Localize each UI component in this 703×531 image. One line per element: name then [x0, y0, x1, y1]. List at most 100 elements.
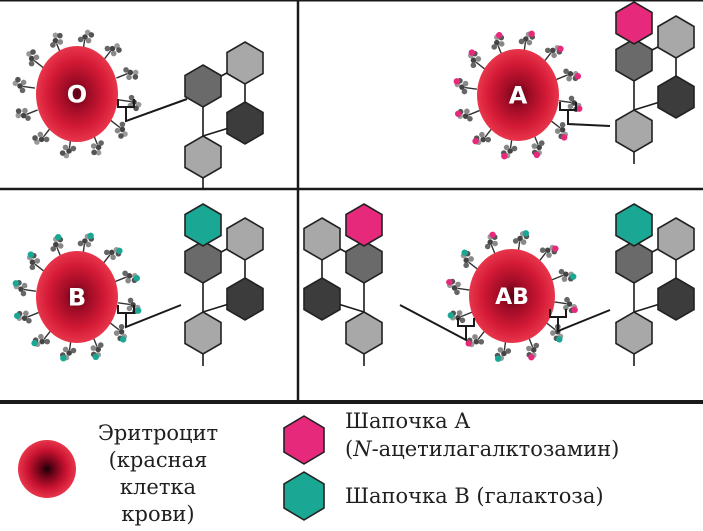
sugar-bead: [77, 240, 84, 247]
sugar-bead: [451, 285, 458, 291]
sugar-bead: [531, 143, 538, 149]
sugar-bead: [127, 297, 134, 304]
surface-antigen: [460, 249, 479, 271]
chain-hex-middle: [226, 277, 264, 321]
sugar-bead: [561, 276, 568, 282]
surface-antigen: [465, 329, 487, 348]
sugar-bead: [85, 37, 92, 44]
sugar-bead: [95, 144, 102, 151]
sugar-bead: [52, 37, 59, 44]
cap-a-hexagon: [615, 1, 653, 45]
sugar-bead: [132, 74, 139, 80]
sugar-bead: [507, 148, 513, 154]
connector-stalk-left: [399, 304, 475, 342]
antigen-stem: [554, 301, 567, 305]
antigen-chain: [303, 203, 383, 366]
sugar-bead: [38, 136, 45, 143]
surface-antigen: [13, 310, 39, 324]
sugar-bead: [43, 136, 50, 143]
sugar-bead: [127, 69, 134, 76]
antigen-stem: [550, 119, 561, 129]
sugar-bead: [19, 87, 26, 94]
sugar-bead: [15, 108, 22, 114]
cap-b-bead: [461, 249, 468, 256]
connector-stalk: [559, 102, 611, 127]
sugar-bead: [467, 115, 473, 122]
sugar-bead: [494, 39, 500, 46]
surface-antigen: [12, 279, 37, 297]
sugar-bead: [57, 32, 63, 39]
sugar-bead: [567, 103, 574, 110]
sugar-bead: [462, 113, 469, 119]
surface-antigen: [77, 232, 95, 257]
sugar-bead: [109, 45, 116, 52]
antigen-stem: [27, 311, 39, 318]
surface-antigen: [467, 49, 486, 71]
cap-b-bead: [447, 312, 454, 319]
sugar-bead: [110, 50, 117, 57]
sugar-bead: [15, 76, 21, 83]
legend-cap-b-hexagon: [283, 471, 325, 521]
sugar-bead: [126, 305, 133, 312]
sugar-bead: [503, 144, 510, 151]
surface-antigen: [59, 135, 77, 159]
panel-type-b: B: [12, 203, 264, 366]
sugar-bead: [95, 346, 101, 353]
antigen-stem: [460, 311, 473, 318]
antigen-stem: [464, 86, 478, 90]
sugar-bead: [126, 74, 132, 81]
surface-antigen: [15, 107, 38, 121]
sugar-bead: [66, 350, 72, 356]
sugar-bead: [110, 254, 116, 261]
surface-antigen: [526, 335, 540, 361]
legend-cap-a-desc-open: (: [345, 437, 353, 461]
surface-antigen: [117, 297, 142, 315]
sugar-bead: [491, 44, 498, 50]
sugar-bead: [526, 39, 533, 46]
sugar-bead: [126, 273, 133, 279]
cap-b-bead: [134, 307, 142, 314]
antigen-stem: [475, 61, 486, 71]
sugar-bead: [473, 338, 480, 345]
sugar-bead: [464, 108, 470, 115]
sugar-bead: [455, 281, 461, 288]
surface-antigen: [118, 94, 142, 112]
surface-antigen: [484, 231, 498, 257]
sugar-bead: [546, 252, 552, 258]
sugar-bead: [34, 258, 41, 264]
sugar-bead: [533, 342, 540, 349]
legend-cap-a-title: Шапочка А: [345, 409, 470, 433]
antigen-stem: [551, 274, 564, 281]
cap-a-bead: [472, 137, 479, 145]
sugar-bead: [28, 55, 35, 62]
cap-a-bead: [533, 151, 540, 159]
sugar-bead: [459, 84, 465, 90]
sugar-bead: [501, 350, 507, 357]
legend-cap-a-desc-rest: -ацетилагалктозамин): [372, 437, 620, 461]
sugar-bead: [85, 241, 92, 248]
sugar-bead: [559, 121, 566, 128]
antigen-stem: [115, 276, 127, 283]
cap-b-bead: [133, 275, 141, 282]
sugar-bead: [29, 264, 36, 271]
sugar-bead: [132, 69, 139, 76]
cap-a-bead: [575, 105, 583, 112]
sugar-bead: [128, 94, 135, 101]
sugar-bead: [91, 149, 97, 156]
cap-b-bead: [522, 230, 530, 237]
red-blood-cell: [36, 251, 118, 343]
antigen-stem: [118, 99, 132, 103]
antigen-stem: [468, 261, 479, 271]
sugar-bead: [563, 68, 569, 75]
cap-b-swatch: [283, 471, 325, 521]
antigen-stem: [116, 72, 128, 79]
sugar-bead: [526, 345, 532, 352]
sugar-bead: [470, 62, 477, 69]
surface-antigen: [472, 127, 494, 146]
cap-b-hexagon: [615, 203, 653, 247]
cap-b-bead: [92, 353, 99, 361]
sugar-bead: [485, 136, 492, 143]
sugar-bead: [459, 317, 466, 324]
